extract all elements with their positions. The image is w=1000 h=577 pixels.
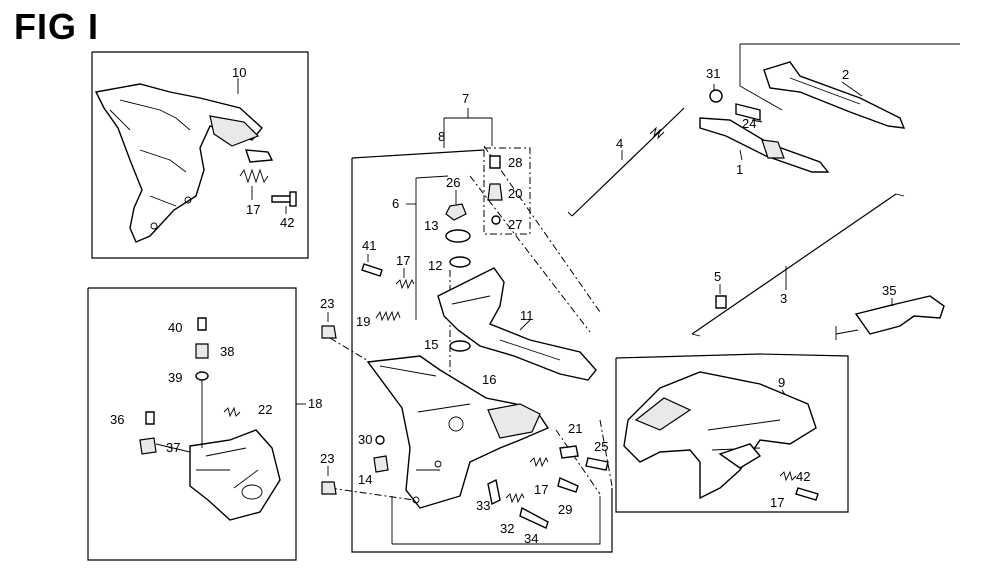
callout-10: 10 — [232, 65, 246, 80]
callout-8: 8 — [438, 129, 445, 144]
callout-6: 6 — [392, 196, 399, 211]
callout-23: 23 — [320, 451, 334, 466]
group-parts-1-2: 31 2 24 1 — [699, 43, 960, 177]
callout-15: 15 — [424, 337, 438, 352]
callout-4: 4 — [616, 136, 623, 151]
callout-17: 17 — [770, 495, 784, 510]
callout-28: 28 — [508, 155, 522, 170]
callout-25: 25 — [594, 439, 608, 454]
bracket-10-drawing — [94, 83, 297, 243]
callout-19: 19 — [356, 314, 370, 329]
rod-4: 4 — [567, 107, 685, 217]
callout-2: 2 — [842, 67, 849, 82]
callout-40: 40 — [168, 320, 182, 335]
callout-26: 26 — [446, 175, 460, 190]
callout-17: 17 — [246, 202, 260, 217]
callout-3: 3 — [780, 291, 787, 306]
callout-29: 29 — [558, 502, 572, 517]
callout-13: 13 — [424, 218, 438, 233]
callout-7: 7 — [462, 91, 469, 106]
part-35: 35 — [835, 283, 945, 340]
callout-42: 42 — [280, 215, 294, 230]
callout-27: 27 — [508, 217, 522, 232]
callout-21: 21 — [568, 421, 582, 436]
callout-11: 11 — [520, 308, 534, 323]
rod-3: 5 3 — [691, 193, 905, 337]
callout-18: 18 — [308, 396, 322, 411]
callout-1: 1 — [736, 162, 743, 177]
callout-23: 23 — [320, 296, 334, 311]
callout-5: 5 — [714, 269, 721, 284]
group-part-10: 10 17 42 — [91, 51, 309, 259]
callout-32: 32 — [500, 521, 514, 536]
callout-42: 42 — [796, 469, 810, 484]
callout-17: 17 — [396, 253, 410, 268]
callout-35: 35 — [882, 283, 896, 298]
callout-20: 20 — [508, 186, 522, 201]
callout-33: 33 — [476, 498, 490, 513]
callout-22: 22 — [258, 402, 272, 417]
callout-41: 41 — [362, 238, 376, 253]
group-central-assembly: 7 8 6 28 20 27 26 13 12 11 41 17 19 — [320, 91, 613, 553]
callout-38: 38 — [220, 344, 234, 359]
callout-31: 31 — [706, 66, 720, 81]
callout-37: 37 — [166, 440, 180, 455]
callout-30: 30 — [358, 432, 372, 447]
callout-24: 24 — [742, 116, 756, 131]
callout-14: 14 — [358, 472, 372, 487]
callout-16: 16 — [482, 372, 496, 387]
callout-34: 34 — [524, 531, 538, 546]
callout-9: 9 — [778, 375, 785, 390]
callout-12: 12 — [428, 258, 442, 273]
callout-39: 39 — [168, 370, 182, 385]
callout-17: 17 — [534, 482, 548, 497]
group-part-18: 18 40 38 39 22 36 37 — [87, 287, 322, 561]
figure-title: FIG I — [14, 6, 99, 47]
group-part-9: 9 42 17 — [615, 353, 849, 513]
callout-36: 36 — [110, 412, 124, 427]
